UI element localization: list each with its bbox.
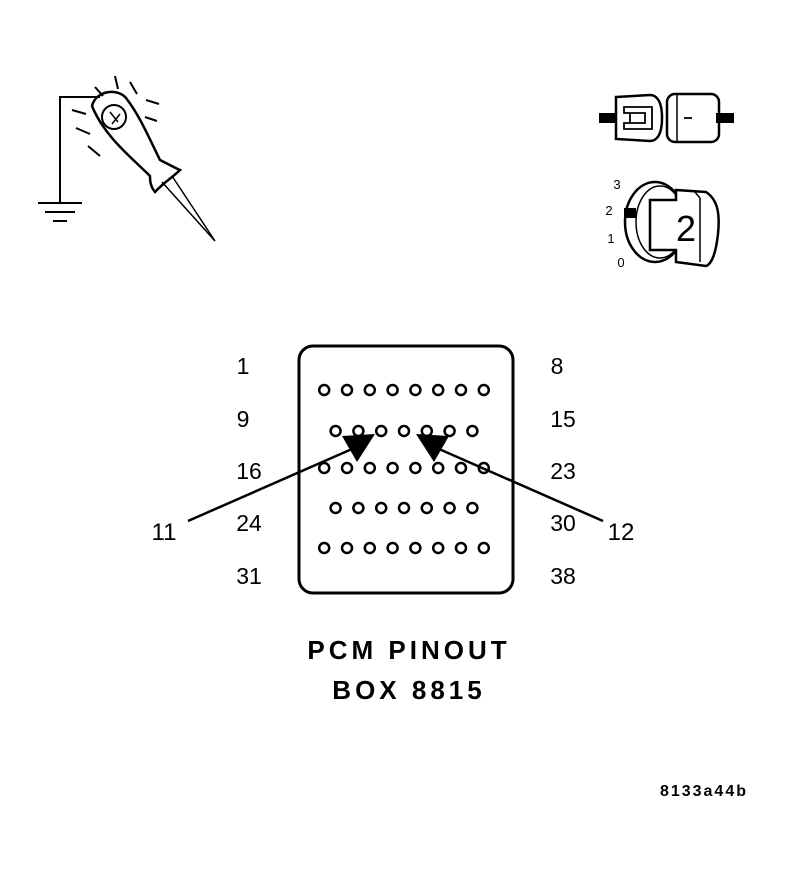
pin-cavity	[329, 424, 342, 438]
pin-cavity	[420, 501, 434, 515]
pin-cavity	[409, 383, 422, 397]
pin-label: 38	[550, 563, 576, 589]
pin-cavity	[397, 501, 411, 515]
key-position-label: 2	[676, 208, 696, 249]
diagram-title: PCM PINOUT	[307, 635, 510, 665]
pin-cavity	[409, 461, 422, 475]
pin-cavity	[317, 541, 331, 555]
pin-cavity	[431, 461, 445, 475]
pin-label: 31	[236, 563, 262, 589]
pin-cavity	[454, 461, 468, 475]
pin-cavity	[363, 383, 377, 397]
ground-symbol-icon	[38, 202, 82, 222]
test-light-icon	[38, 75, 216, 242]
callout-arrow-12	[416, 434, 604, 523]
pin-label: 8	[551, 353, 564, 379]
switch-position-0: 0	[617, 255, 624, 270]
pin-cavity	[409, 541, 422, 555]
disconnected-connector-icon	[599, 92, 734, 144]
pin-cavity	[477, 383, 491, 397]
pin-cavity	[431, 383, 445, 397]
pin-label: 16	[236, 458, 262, 484]
pin-label: 1	[237, 353, 250, 379]
pin-cavity	[386, 383, 399, 397]
pin-cavity	[397, 424, 411, 438]
callout-label-12: 12	[608, 519, 635, 546]
pin-cavity	[386, 461, 399, 475]
connector-body	[297, 344, 515, 595]
pin-labels-right: 8 15 23 30 38	[550, 353, 576, 589]
switch-position-3: 3	[613, 177, 620, 192]
ignition-key-icon: 2 3 2 1 0	[605, 177, 720, 270]
pin-cavity	[466, 424, 479, 438]
pin-cavity	[431, 541, 445, 555]
pin-cavity	[374, 501, 388, 515]
pin-label: 30	[550, 510, 576, 536]
pin-cavity	[340, 541, 354, 555]
pin-cavity	[363, 541, 377, 555]
callout-label-11: 11	[152, 519, 177, 546]
pin-cavity	[317, 383, 331, 397]
pin-label: 24	[236, 510, 262, 536]
pin-cavity	[443, 501, 456, 515]
pin-cavity	[363, 461, 377, 475]
pin-label: 15	[550, 406, 576, 432]
pin-cavity	[340, 461, 354, 475]
pin-cavity	[317, 461, 331, 475]
pin-cavity	[352, 501, 365, 515]
switch-position-1: 1	[607, 231, 614, 246]
pin-cavity	[477, 541, 491, 555]
pin-labels-left: 1 9 16 24 31	[236, 353, 262, 589]
pin-cavity	[352, 424, 365, 438]
diagram-subtitle: BOX 8815	[332, 675, 485, 705]
pin-cavity	[329, 501, 342, 515]
figure-code: 8133a44b	[660, 783, 748, 800]
pin-cavity	[386, 541, 399, 555]
pin-cavity	[466, 501, 479, 515]
pin-label: 9	[237, 406, 250, 432]
pin-label: 23	[550, 458, 576, 484]
pin-cavity	[454, 383, 468, 397]
pin-cavity	[454, 541, 468, 555]
pin-cavity	[374, 424, 388, 438]
switch-position-2: 2	[605, 203, 612, 218]
connector-pins	[317, 383, 491, 555]
callout-arrow-11	[187, 434, 375, 523]
pin-cavity	[443, 424, 456, 438]
pin-cavity	[340, 383, 354, 397]
